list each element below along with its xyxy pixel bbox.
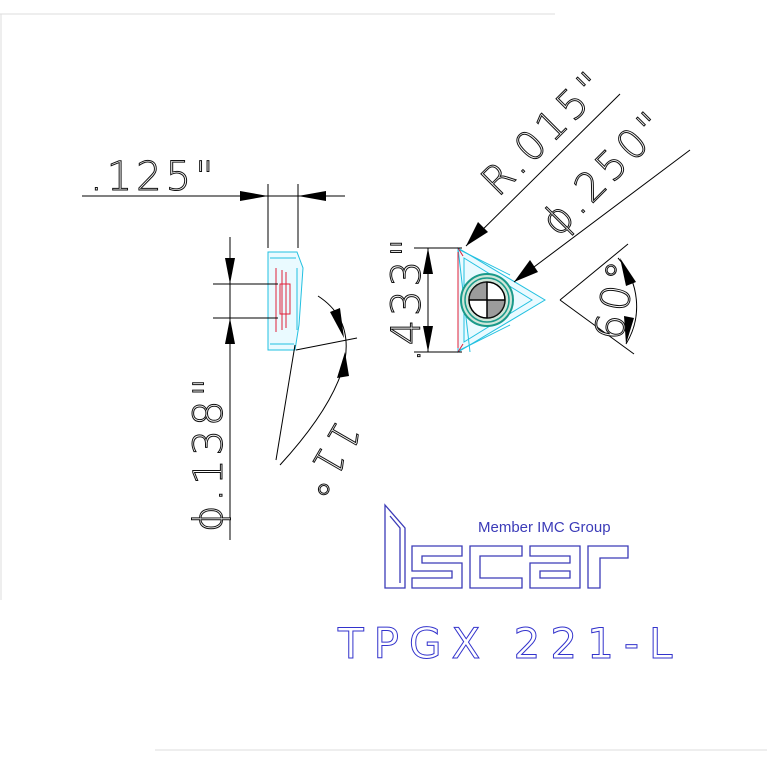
arrow-up-head (225, 258, 235, 284)
arrow-height-top-head (423, 248, 433, 274)
side-view: .125" ϕ.138" 11° (82, 154, 370, 540)
leader-hole-diameter (513, 149, 691, 283)
arrow-angle-top-head (330, 308, 344, 338)
logo-mark (384, 503, 629, 589)
page-frame (0, 13, 767, 751)
dim-tip-angle-label: 60° (587, 254, 647, 344)
top-view: .433" R.015" ϕ.250" 60° (384, 60, 691, 363)
center-hole (460, 273, 514, 327)
arrow-height-bottom-head (423, 326, 433, 352)
logo-tagline: Member IMC Group (478, 519, 611, 536)
dim-small-diameter-label: ϕ.138" (186, 374, 232, 532)
dim-small-diameter-lines (213, 237, 278, 540)
arrow-radius-head (466, 222, 488, 246)
arrow-right-head (298, 191, 326, 201)
arrow-angle-bottom-head (337, 352, 349, 378)
iscar-logo: Member IMC Group (384, 503, 629, 589)
dim-width-label: .125" (90, 154, 217, 200)
arrow-down-head (225, 318, 235, 344)
arrow-left-head (240, 191, 268, 201)
insert-profile (267, 251, 304, 351)
dim-side-angle-label: 11° (288, 413, 369, 508)
dim-height-label: .433" (384, 235, 430, 362)
arrow-hole-diameter-head (514, 260, 538, 282)
part-number: TPGX 221-L (337, 619, 682, 668)
leader-radius (465, 93, 621, 247)
arrow-tip-angle-top-head (620, 258, 636, 286)
arrow-tip-angle-bottom-head (624, 316, 634, 344)
